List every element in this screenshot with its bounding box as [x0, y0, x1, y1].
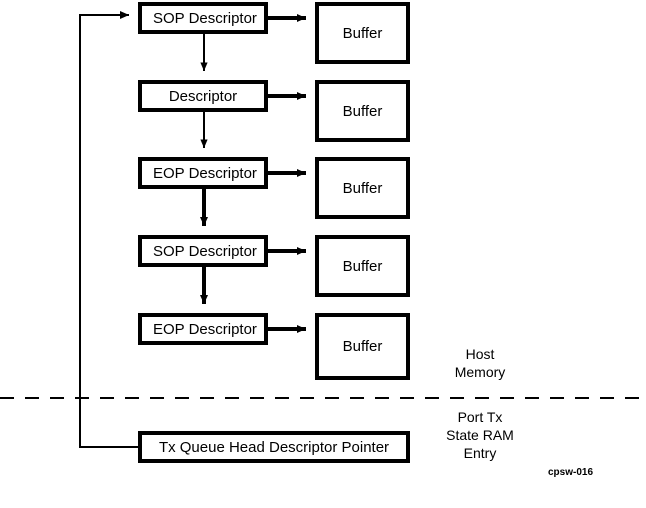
- queue-head-pointer-wire: [79, 11, 138, 448]
- buffer-box-2[interactable]: Buffer: [315, 80, 410, 142]
- buffer-label: Buffer: [342, 102, 383, 120]
- buffer-label: Buffer: [342, 338, 383, 355]
- figure-id-label: cpsw-016: [548, 467, 594, 478]
- buffer-box-5[interactable]: Buffer: [315, 313, 410, 380]
- descriptor-label: Descriptor: [168, 87, 238, 105]
- descriptor-label: SOP Descriptor: [153, 242, 257, 260]
- buffer-label: Buffer: [342, 24, 383, 42]
- descriptor-box-sop-1[interactable]: SOP Descriptor: [138, 2, 268, 34]
- buffer-label: Buffer: [342, 179, 383, 197]
- tx-queue-head-descriptor-pointer-box[interactable]: Tx Queue Head Descriptor Pointer: [138, 431, 410, 463]
- descriptor-box-middle[interactable]: Descriptor: [138, 80, 268, 112]
- port-tx-state-ram-entry-label: Port Tx State RAM Entry: [446, 409, 514, 461]
- descriptor-box-eop-1[interactable]: EOP Descriptor: [138, 157, 268, 189]
- host-memory-label: Host Memory: [454, 346, 506, 380]
- descriptor-box-eop-2[interactable]: EOP Descriptor: [138, 313, 268, 345]
- descriptor-label: EOP Descriptor: [153, 320, 257, 338]
- descriptor-box-sop-2[interactable]: SOP Descriptor: [138, 235, 268, 267]
- descriptor-label: SOP Descriptor: [153, 9, 257, 27]
- descriptor-to-buffer-arrows: [268, 14, 306, 333]
- queue-pointer-label: Tx Queue Head Descriptor Pointer: [158, 438, 390, 456]
- buffer-box-4[interactable]: Buffer: [315, 235, 410, 297]
- buffer-box-3[interactable]: Buffer: [315, 157, 410, 219]
- buffer-box-1[interactable]: Buffer: [315, 2, 410, 64]
- descriptor-label: EOP Descriptor: [153, 164, 257, 182]
- buffer-label: Buffer: [342, 257, 383, 275]
